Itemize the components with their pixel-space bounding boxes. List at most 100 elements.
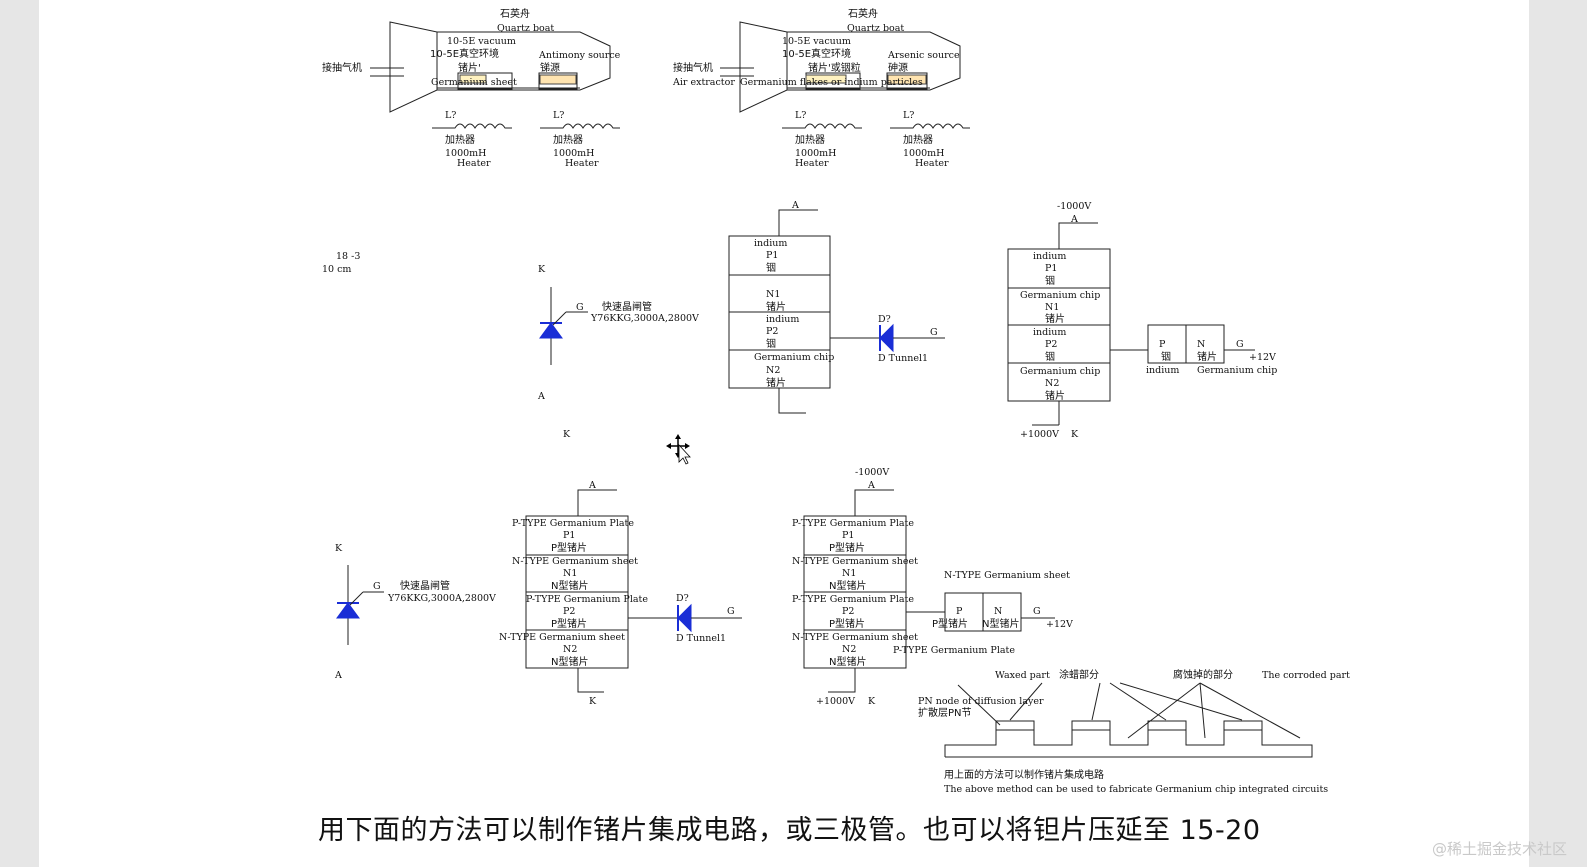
svg-text:The corroded part: The corroded part xyxy=(1262,670,1350,681)
svg-text:L?: L? xyxy=(553,110,564,121)
furnace-right: 石英舟 Quartz boat 10-5E vacuum 10-5E真空环境 锗… xyxy=(672,7,961,113)
svg-text:P型锗片: P型锗片 xyxy=(551,617,587,630)
svg-text:N型锗片: N型锗片 xyxy=(551,579,588,592)
site-watermark: @稀土掘金技术社区 xyxy=(1431,840,1567,858)
svg-text:A: A xyxy=(867,480,875,491)
svg-text:Y76KKG,3000A,2800V: Y76KKG,3000A,2800V xyxy=(387,593,496,604)
svg-text:N1: N1 xyxy=(766,289,780,300)
svg-text:G: G xyxy=(727,606,735,617)
label-source-en-2: Arsenic source xyxy=(887,50,960,61)
notation-exp: 18 -3 xyxy=(336,251,360,262)
svg-text:1000mH: 1000mH xyxy=(903,148,944,159)
etch-cross-section: Waxed part 涂蜡部分 腐蚀掉的部分 The corroded part… xyxy=(918,668,1350,795)
label-vacuum-en-2: 10-5E vacuum xyxy=(782,36,851,47)
svg-text:锗片: 锗片 xyxy=(1197,350,1217,363)
label-vacuum-cn: 10-5E真空环境 xyxy=(430,47,499,60)
svg-text:N型锗片: N型锗片 xyxy=(982,617,1019,630)
svg-text:K: K xyxy=(563,429,571,440)
body-paragraph: 用下面的方法可以制作锗片集成电路，或三极管。也可以将钽片压延至 15-20 xyxy=(318,815,1261,846)
svg-text:加热器: 加热器 xyxy=(553,133,583,146)
stack-2: -1000V A indium P1 铟 Germanium chip N1 锗… xyxy=(1007,201,1277,440)
svg-text:P-TYPE Germanium Plate: P-TYPE Germanium Plate xyxy=(512,518,634,529)
svg-text:N2: N2 xyxy=(766,365,780,376)
label-quartz-cn: 石英舟 xyxy=(500,7,530,20)
svg-text:P: P xyxy=(956,606,963,617)
svg-text:锗片: 锗片 xyxy=(1045,312,1065,325)
svg-text:N1: N1 xyxy=(1045,302,1059,313)
svg-text:G: G xyxy=(1236,339,1244,350)
svg-text:铟: 铟 xyxy=(766,261,776,274)
svg-text:-1000V: -1000V xyxy=(855,467,889,478)
svg-text:A: A xyxy=(537,391,545,402)
heater-4: L? 加热器 1000mH Heater xyxy=(890,110,970,169)
svg-text:P型锗片: P型锗片 xyxy=(551,541,587,554)
svg-text:+12V: +12V xyxy=(1046,619,1073,630)
label-chip-cn: 锗片' xyxy=(458,61,481,74)
svg-text:D?: D? xyxy=(676,593,689,604)
move-cursor-icon xyxy=(666,434,691,465)
stack-3: A K P-TYPE Germanium Plate P1 P型锗片 N-TYP… xyxy=(499,480,742,707)
svg-text:N: N xyxy=(1197,339,1205,350)
svg-text:加热器: 加热器 xyxy=(903,133,933,146)
svg-text:L?: L? xyxy=(903,110,914,121)
svg-text:快速晶闸管: 快速晶闸管 xyxy=(400,579,450,592)
svg-text:The above method can be used t: The above method can be used to fabricat… xyxy=(944,784,1328,795)
svg-text:N2: N2 xyxy=(1045,378,1059,389)
svg-text:P-TYPE Germanium Plate: P-TYPE Germanium Plate xyxy=(792,518,914,529)
stack-1: A indium P1 铟 N1 锗片 indium P2 铟 Germaniu… xyxy=(728,200,945,414)
label-quartz-cn-2: 石英舟 xyxy=(848,7,878,20)
svg-text:N-TYPE Germanium sheet: N-TYPE Germanium sheet xyxy=(792,556,918,567)
svg-text:D Tunnel1: D Tunnel1 xyxy=(676,633,726,644)
svg-text:锗片: 锗片 xyxy=(766,300,786,313)
heater-3: L? 加热器 1000mH Heater xyxy=(782,110,862,169)
svg-text:N-TYPE Germanium sheet: N-TYPE Germanium sheet xyxy=(792,632,918,643)
svg-text:P2: P2 xyxy=(766,326,778,337)
svg-text:P2: P2 xyxy=(1045,339,1057,350)
svg-text:-1000V: -1000V xyxy=(1057,201,1091,212)
svg-text:P型锗片: P型锗片 xyxy=(829,541,865,554)
label-source-en: Antimony source xyxy=(538,50,621,61)
furnace-left: 石英舟 Quartz boat 10-5E vacuum 10-5E真空环境 锗… xyxy=(322,7,621,113)
svg-text:+1000V: +1000V xyxy=(1020,429,1059,440)
heater-2: L? 加热器 1000mH Heater xyxy=(540,110,620,169)
svg-text:N1: N1 xyxy=(842,568,856,579)
svg-text:G: G xyxy=(1033,606,1041,617)
label-quartz-en-2: Quartz boat xyxy=(847,23,904,34)
svg-text:K: K xyxy=(335,543,343,554)
svg-text:indium: indium xyxy=(1146,365,1179,376)
svg-text:N-TYPE Germanium sheet: N-TYPE Germanium sheet xyxy=(499,632,625,643)
svg-text:P1: P1 xyxy=(766,250,778,261)
svg-text:Heater: Heater xyxy=(565,158,599,169)
svg-text:+12V: +12V xyxy=(1249,352,1276,363)
label-pump-en: Air extractor xyxy=(672,77,735,88)
svg-text:+1000V: +1000V xyxy=(816,696,855,707)
svg-text:锗片: 锗片 xyxy=(766,376,786,389)
svg-text:K: K xyxy=(1071,429,1079,440)
svg-text:P-TYPE Germanium Plate: P-TYPE Germanium Plate xyxy=(893,645,1015,656)
svg-text:锗片: 锗片 xyxy=(1045,389,1065,402)
label-chip-en-2: Germanium flakes or indium particles xyxy=(740,77,923,88)
label-vacuum-en: 10-5E vacuum xyxy=(447,36,516,47)
svg-text:L?: L? xyxy=(795,110,806,121)
svg-text:P1: P1 xyxy=(563,530,575,541)
svg-text:P型锗片: P型锗片 xyxy=(932,617,968,630)
svg-text:N型锗片: N型锗片 xyxy=(551,655,588,668)
svg-text:加热器: 加热器 xyxy=(795,133,825,146)
svg-text:G: G xyxy=(576,302,584,313)
label-quartz-en: Quartz boat xyxy=(497,23,554,34)
svg-text:indium: indium xyxy=(766,314,799,325)
svg-text:Heater: Heater xyxy=(457,158,491,169)
svg-text:铟: 铟 xyxy=(1045,350,1055,363)
left-margin xyxy=(0,0,39,867)
svg-text:P2: P2 xyxy=(842,606,854,617)
svg-text:腐蚀掉的部分: 腐蚀掉的部分 xyxy=(1173,668,1233,681)
svg-text:Germanium chip: Germanium chip xyxy=(1197,365,1277,376)
document-page xyxy=(39,0,1529,867)
svg-text:indium: indium xyxy=(754,238,787,249)
svg-text:1000mH: 1000mH xyxy=(553,148,594,159)
svg-text:Germanium chip: Germanium chip xyxy=(1020,366,1100,377)
svg-text:1000mH: 1000mH xyxy=(445,148,486,159)
label-pump: 接抽气机 xyxy=(322,61,362,74)
svg-text:Germanium chip: Germanium chip xyxy=(1020,290,1100,301)
